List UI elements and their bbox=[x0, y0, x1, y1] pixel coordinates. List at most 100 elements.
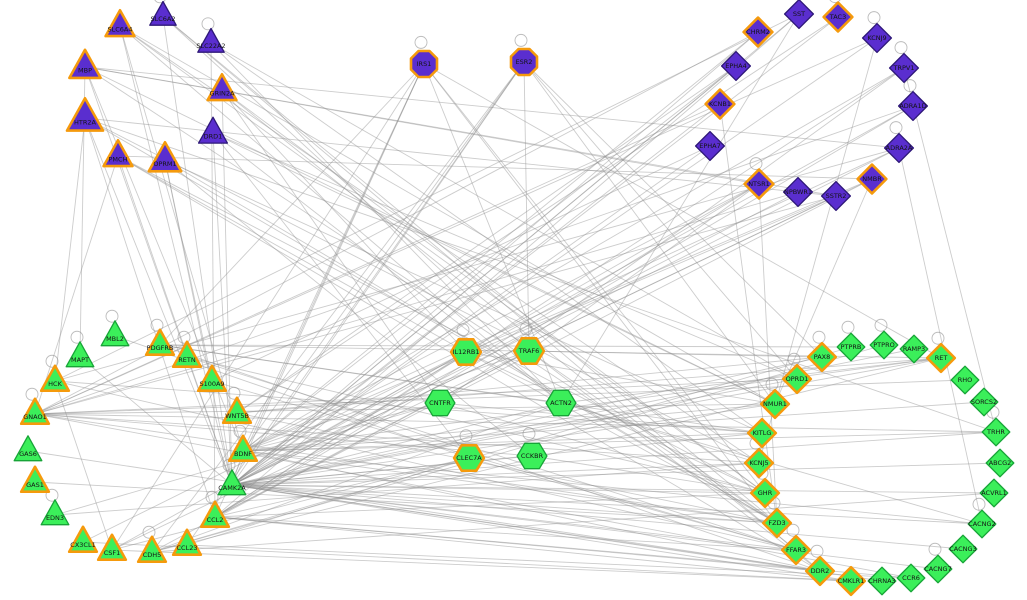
edge bbox=[528, 350, 823, 358]
node-SLC6A2[interactable]: SLC6A2 bbox=[149, 0, 177, 26]
node-CCR6[interactable]: CCR6 bbox=[896, 563, 926, 593]
node-MBP[interactable]: MBP bbox=[68, 48, 102, 80]
edge bbox=[231, 13, 800, 486]
self-loop bbox=[201, 17, 215, 31]
node-PTPRO[interactable]: PTPRO bbox=[869, 330, 899, 360]
triangle-shape bbox=[221, 396, 253, 425]
self-loop bbox=[812, 330, 826, 344]
self-loop bbox=[514, 33, 528, 47]
node-SSTR2[interactable]: SSTR2 bbox=[820, 180, 852, 212]
edge bbox=[231, 462, 760, 486]
node-RHO[interactable]: RHO bbox=[950, 365, 980, 395]
edge bbox=[212, 132, 798, 380]
node-FZD3[interactable]: FZD3 bbox=[761, 507, 793, 539]
edge bbox=[423, 63, 766, 494]
node-EPHA7[interactable]: EPHA7 bbox=[694, 130, 726, 162]
node-RET[interactable]: RET bbox=[925, 342, 957, 374]
edge bbox=[34, 403, 776, 415]
node-CMKLR1[interactable]: CMKLR1 bbox=[835, 565, 867, 597]
node-CACNG2[interactable]: CACNG2 bbox=[967, 509, 997, 539]
edge bbox=[242, 63, 425, 452]
edge bbox=[214, 516, 797, 551]
diamond-shape bbox=[897, 90, 929, 122]
edge bbox=[84, 117, 760, 464]
node-GAS1[interactable]: GAS1 bbox=[19, 465, 51, 494]
triangle-shape bbox=[171, 340, 203, 369]
diamond-shape bbox=[720, 50, 752, 82]
node-CNTFR[interactable]: CNTFR bbox=[424, 389, 456, 417]
edge bbox=[231, 484, 964, 550]
edge bbox=[159, 63, 425, 346]
node-NMBR[interactable]: NMBR bbox=[856, 163, 888, 195]
diamond-shape bbox=[761, 507, 793, 539]
node-EPHA4[interactable]: EPHA4 bbox=[720, 50, 752, 82]
node-ADRA1D[interactable]: ADRA1D bbox=[897, 90, 929, 122]
edge bbox=[242, 31, 759, 452]
edge bbox=[34, 413, 778, 524]
edge bbox=[84, 117, 778, 524]
edge bbox=[186, 61, 525, 546]
self-loop bbox=[105, 309, 119, 323]
node-ESR2[interactable]: ESR2 bbox=[509, 47, 539, 77]
diamond-shape bbox=[985, 448, 1015, 478]
node-KCNB1[interactable]: KCNB1 bbox=[704, 88, 736, 120]
edge bbox=[54, 380, 113, 551]
edge bbox=[719, 103, 778, 524]
diamond-shape bbox=[925, 342, 957, 374]
node-NPBWR1[interactable]: NPBWR1 bbox=[782, 176, 814, 208]
node-CLEC7A[interactable]: CLEC7A bbox=[452, 443, 486, 473]
edge bbox=[242, 450, 778, 524]
edge bbox=[212, 132, 776, 405]
edge bbox=[119, 25, 766, 494]
edge bbox=[114, 335, 470, 459]
node-MAPT[interactable]: MAPT bbox=[65, 341, 95, 368]
node-SORCS2[interactable]: SORCS2 bbox=[969, 387, 999, 417]
node-CACNG7[interactable]: CACNG7 bbox=[923, 554, 953, 584]
triangle-shape bbox=[136, 535, 168, 564]
triangle-shape bbox=[19, 397, 51, 426]
node-TRHR[interactable]: TRHR bbox=[981, 417, 1011, 447]
node-NMUR1[interactable]: NMUR1 bbox=[759, 388, 791, 420]
node-DDR2[interactable]: DDR2 bbox=[804, 555, 836, 587]
node-TRAF6[interactable]: TRAF6 bbox=[512, 336, 546, 366]
edge bbox=[84, 117, 997, 433]
node-SLC22A2[interactable]: SLC22A2 bbox=[196, 27, 226, 53]
node-SLC6A4[interactable]: SLC6A4 bbox=[104, 8, 136, 38]
edge bbox=[231, 103, 721, 486]
node-KCNJ9[interactable]: KCNJ9 bbox=[861, 22, 893, 54]
edge bbox=[111, 549, 852, 582]
node-ABCG2[interactable]: ABCG2 bbox=[985, 448, 1015, 478]
node-GAS6[interactable]: GAS6 bbox=[13, 435, 43, 462]
node-GRIN2A[interactable]: GRIN2A bbox=[206, 72, 238, 102]
node-CACNG3[interactable]: CACNG3 bbox=[948, 534, 978, 564]
edge bbox=[242, 357, 942, 452]
node-PMCH[interactable]: PMCH bbox=[102, 138, 134, 168]
edge bbox=[231, 431, 997, 486]
node-TAC3[interactable]: TAC3 bbox=[822, 1, 854, 33]
self-loop bbox=[150, 318, 164, 332]
node-TRPV1[interactable]: TRPV1 bbox=[888, 52, 920, 84]
node-IL12RB1[interactable]: IL12RB1 bbox=[449, 337, 483, 367]
node-CHRNA3[interactable]: CHRNA3 bbox=[867, 566, 897, 596]
node-CHRM2[interactable]: CHRM2 bbox=[742, 16, 774, 48]
edge bbox=[111, 457, 470, 551]
node-MBL2[interactable]: MBL2 bbox=[100, 320, 130, 347]
edge bbox=[221, 89, 766, 494]
node-ADRA2A[interactable]: ADRA2A bbox=[883, 132, 915, 164]
diamond-shape bbox=[806, 341, 838, 373]
node-RAMP3[interactable]: RAMP3 bbox=[899, 334, 929, 364]
triangle-shape bbox=[65, 96, 105, 132]
triangle-shape bbox=[67, 525, 99, 554]
diamond-shape bbox=[704, 88, 736, 120]
node-OPRD1[interactable]: OPRD1 bbox=[781, 363, 813, 395]
edge bbox=[242, 67, 905, 452]
self-loop bbox=[522, 427, 536, 441]
self-loop bbox=[205, 490, 219, 504]
node-IRS1[interactable]: IRS1 bbox=[409, 49, 439, 79]
edge bbox=[221, 89, 797, 551]
node-CX3CL1[interactable]: CX3CL1 bbox=[67, 525, 99, 554]
node-SST[interactable]: SST bbox=[783, 0, 815, 30]
diamond-shape bbox=[746, 417, 778, 449]
node-NTSR1[interactable]: NTSR1 bbox=[743, 168, 775, 200]
